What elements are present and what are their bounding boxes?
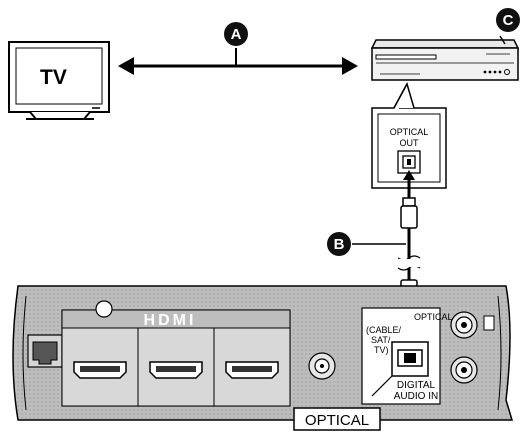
- antenna-jack: [308, 352, 336, 380]
- digital-audio-line1: DIGITAL: [397, 380, 436, 391]
- rca-jack-bottom: [450, 356, 478, 384]
- tv-to-player-arrow: [118, 48, 358, 75]
- hdmi-logo: HDMI: [144, 312, 197, 329]
- optical-out-label-line2: OUT: [400, 138, 420, 148]
- svg-text:A: A: [231, 26, 242, 43]
- optical-label-top: OPTICAL: [414, 312, 453, 322]
- digital-audio-line2: AUDIO IN: [394, 391, 438, 402]
- optical-input-area: OPTICAL (CABLE/ SAT/ TV) DIGITAL AUDIO I…: [361, 307, 453, 405]
- svg-text:B: B: [334, 236, 345, 253]
- rca-jack-top: [450, 311, 478, 339]
- callout-b: B: [327, 232, 351, 256]
- callout-c: C: [496, 8, 520, 32]
- tv-icon: TV: [8, 41, 110, 120]
- optical-label-box: OPTICAL: [293, 407, 381, 431]
- rear-panel: HDMI OPTICAL: [12, 285, 514, 421]
- hdmi-port-bank: HDMI: [61, 300, 291, 407]
- optical-out-zoom: OPTICAL OUT: [371, 82, 447, 189]
- tv-label: TV: [40, 66, 67, 89]
- svg-text:C: C: [503, 12, 514, 29]
- cable-sat-tv-line1: (CABLE/: [366, 325, 402, 335]
- hdmi-port-2: [149, 361, 203, 379]
- cable-sat-tv-line3: TV): [374, 345, 389, 355]
- cable-sat-tv-line2: SAT/: [371, 335, 391, 345]
- hdmi-port-1: [73, 361, 127, 379]
- optical-out-label-line1: OPTICAL: [390, 127, 429, 137]
- lan-port: [27, 334, 63, 368]
- digital-audio-in-port: [391, 341, 429, 377]
- callout-a: A: [224, 22, 248, 46]
- optical-box-label: OPTICAL: [305, 412, 369, 429]
- player-device-icon: [370, 39, 520, 81]
- hdmi-port-3: [225, 361, 279, 379]
